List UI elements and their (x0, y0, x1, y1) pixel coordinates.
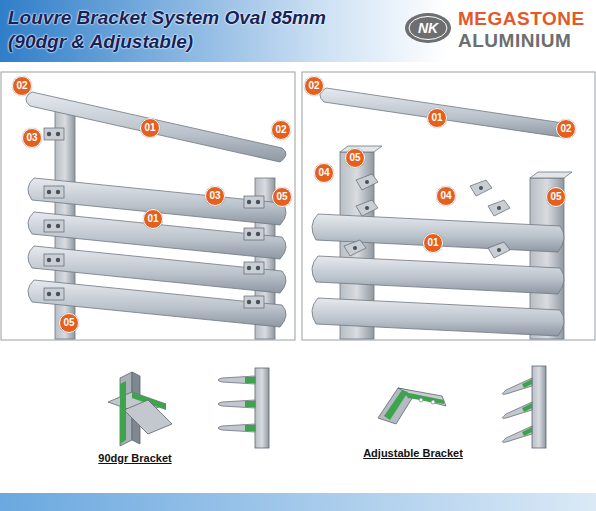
screw (47, 190, 51, 194)
callout-number: 05 (59, 313, 79, 333)
callout-number: 05 (272, 187, 292, 207)
post-top (530, 172, 572, 178)
screw (56, 224, 60, 228)
bracket (44, 254, 64, 266)
bracket (44, 220, 64, 232)
adjustable-bracket-part (488, 200, 510, 216)
callout-number: 01 (143, 209, 163, 229)
screw (365, 206, 369, 210)
90dgr-bracket (108, 372, 172, 446)
callout-number: 01 (423, 233, 443, 253)
callout-number: 03 (205, 186, 225, 206)
adjustable-bracket-part (356, 200, 378, 216)
screw (47, 258, 51, 262)
screw (247, 300, 251, 304)
callout-number: 02 (12, 76, 32, 96)
brand-name: ALUMINIUM (458, 30, 571, 52)
bracket (244, 296, 264, 308)
screw (497, 206, 501, 210)
callout-number: 04 (314, 163, 334, 183)
screw (256, 200, 260, 204)
footer-band (0, 493, 596, 511)
callout-number: 01 (140, 118, 160, 138)
left-panel (1, 72, 295, 340)
screw (47, 292, 51, 296)
logo-oval (405, 13, 451, 43)
adjustable-bracket-part (488, 242, 510, 258)
logo-mark: NK (418, 20, 438, 36)
callout-number: 02 (271, 120, 291, 140)
screw (47, 132, 51, 136)
bracket (44, 288, 64, 300)
bracket (244, 262, 264, 274)
louvre-blade (312, 256, 564, 294)
screw (247, 266, 251, 270)
logo-ring (409, 17, 447, 40)
screw (56, 190, 60, 194)
screw (56, 132, 60, 136)
bracket (244, 196, 264, 208)
screw (247, 232, 251, 236)
louvre-blades (26, 88, 574, 336)
louvre-blade (312, 298, 564, 336)
louvre-blade (26, 92, 286, 162)
adjustable-bracket-part (356, 174, 378, 190)
screw (256, 266, 260, 270)
callout-number: 02 (304, 76, 324, 96)
brackets (44, 128, 510, 308)
bracket (244, 228, 264, 240)
90dgr-edge-view (218, 368, 269, 448)
screw (256, 300, 260, 304)
adjustable-bracket-part (344, 240, 366, 256)
screw (479, 186, 483, 190)
screw (247, 200, 251, 204)
brand-name: MEGASTONE (458, 8, 585, 30)
screw (365, 180, 369, 184)
screw (256, 232, 260, 236)
louvre-blade (320, 88, 574, 138)
callout-number: 03 (22, 128, 42, 148)
callout-number: 01 (427, 108, 447, 128)
right-panel (302, 72, 595, 340)
page-title: Louvre Bracket System Oval 85mm (90dgr &… (8, 6, 353, 54)
callout-number: 04 (436, 186, 456, 206)
adjustable-edge-view (503, 366, 547, 448)
adjustable-bracket (378, 388, 446, 424)
screw (47, 224, 51, 228)
callout-number: 02 (556, 119, 576, 139)
screw (56, 258, 60, 262)
figure-caption: 90dgr Bracket (98, 452, 171, 464)
adjustable-bracket-part (470, 180, 492, 196)
header-band (0, 0, 596, 62)
callout-number: 05 (546, 187, 566, 207)
screw (353, 246, 357, 250)
screw (497, 248, 501, 252)
bracket (44, 186, 64, 198)
screw (56, 292, 60, 296)
bracket (44, 128, 64, 140)
figure-caption: Adjustable Bracket (363, 447, 463, 459)
callout-number: 05 (345, 148, 365, 168)
